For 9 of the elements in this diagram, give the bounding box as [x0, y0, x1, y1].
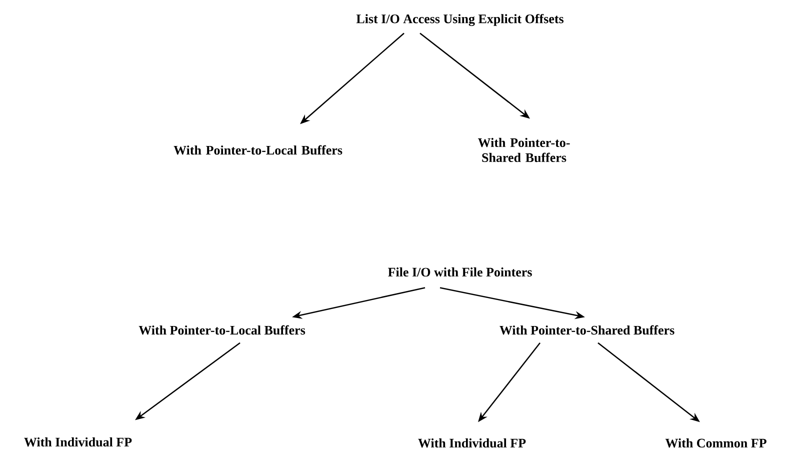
node-label: With Pointer-to-Shared Buffers	[478, 138, 570, 162]
node-label: List I/O Access Using Explicit Offsets	[356, 14, 564, 26]
node-label: With Pointer-to-Local Buffers	[138, 325, 306, 335]
node-label: File I/O with File Pointers	[388, 267, 532, 277]
node-label: With Pointer-to-Local Buffers	[174, 145, 342, 155]
node-label: With Individual FP	[24, 437, 132, 447]
node-label: With Pointer-to-Shared Buffers	[500, 325, 674, 335]
node-label: With Common FP	[665, 438, 766, 448]
node-label: With Individual FP	[418, 438, 526, 448]
